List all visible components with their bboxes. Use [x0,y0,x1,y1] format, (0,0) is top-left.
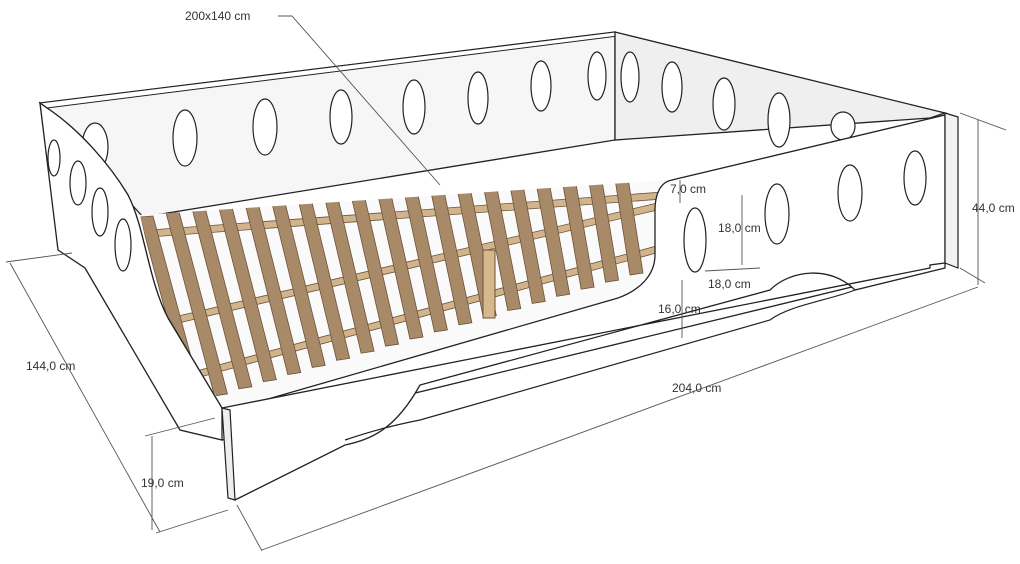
total-width-label: 144,0 cm [26,359,75,373]
opening [587,51,607,101]
slat [557,170,595,290]
total-length-label: 204,0 cm [672,381,721,395]
extension-line [5,252,73,263]
opening-width-label: 18,0 cm [708,277,751,291]
opening [252,98,278,156]
opening [329,89,353,145]
extension-line [155,509,229,534]
opening [837,164,863,222]
dimension-lines [5,15,1007,552]
opening [47,139,61,177]
opening [764,183,790,245]
opening [172,109,198,167]
slat [505,170,546,304]
slat [478,170,522,312]
opening [114,218,132,272]
dim-line-length [261,286,979,551]
right-end-panel-edge [944,112,959,269]
front-panel-openings [683,150,927,273]
opening [683,207,707,273]
opening [712,77,736,131]
opening [767,92,791,148]
back-wall-openings [81,51,607,172]
front-rail-edge [221,407,236,501]
right-wall-openings [620,51,856,148]
opening [69,160,87,206]
front-rail-cutout [344,289,856,441]
rail-height-label: 19,0 cm [141,476,184,490]
total-height-label: 44,0 cm [972,201,1015,215]
opening [661,61,683,113]
extension-line [236,504,263,552]
bottom-height-label: 16,0 cm [658,302,701,316]
opening [903,150,927,206]
opening [467,71,489,125]
leader-line [278,15,441,186]
extension-line [144,417,216,437]
mattress-size-label: 200x140 cm [185,9,250,23]
support-leg [482,249,496,319]
opening [620,51,640,103]
top-gap-label: 7,0 cm [670,182,706,196]
dim-line-width [9,262,161,533]
extension-line [959,112,1007,131]
left-panel-openings [47,139,132,272]
opening-height-label: 18,0 cm [718,221,761,235]
extension-line [959,267,986,284]
opening [530,60,552,112]
dim-line-opening-width [704,267,761,272]
opening [402,79,426,135]
opening [91,187,109,237]
opening [830,111,856,141]
slat [531,170,571,297]
back-wall [38,31,616,218]
